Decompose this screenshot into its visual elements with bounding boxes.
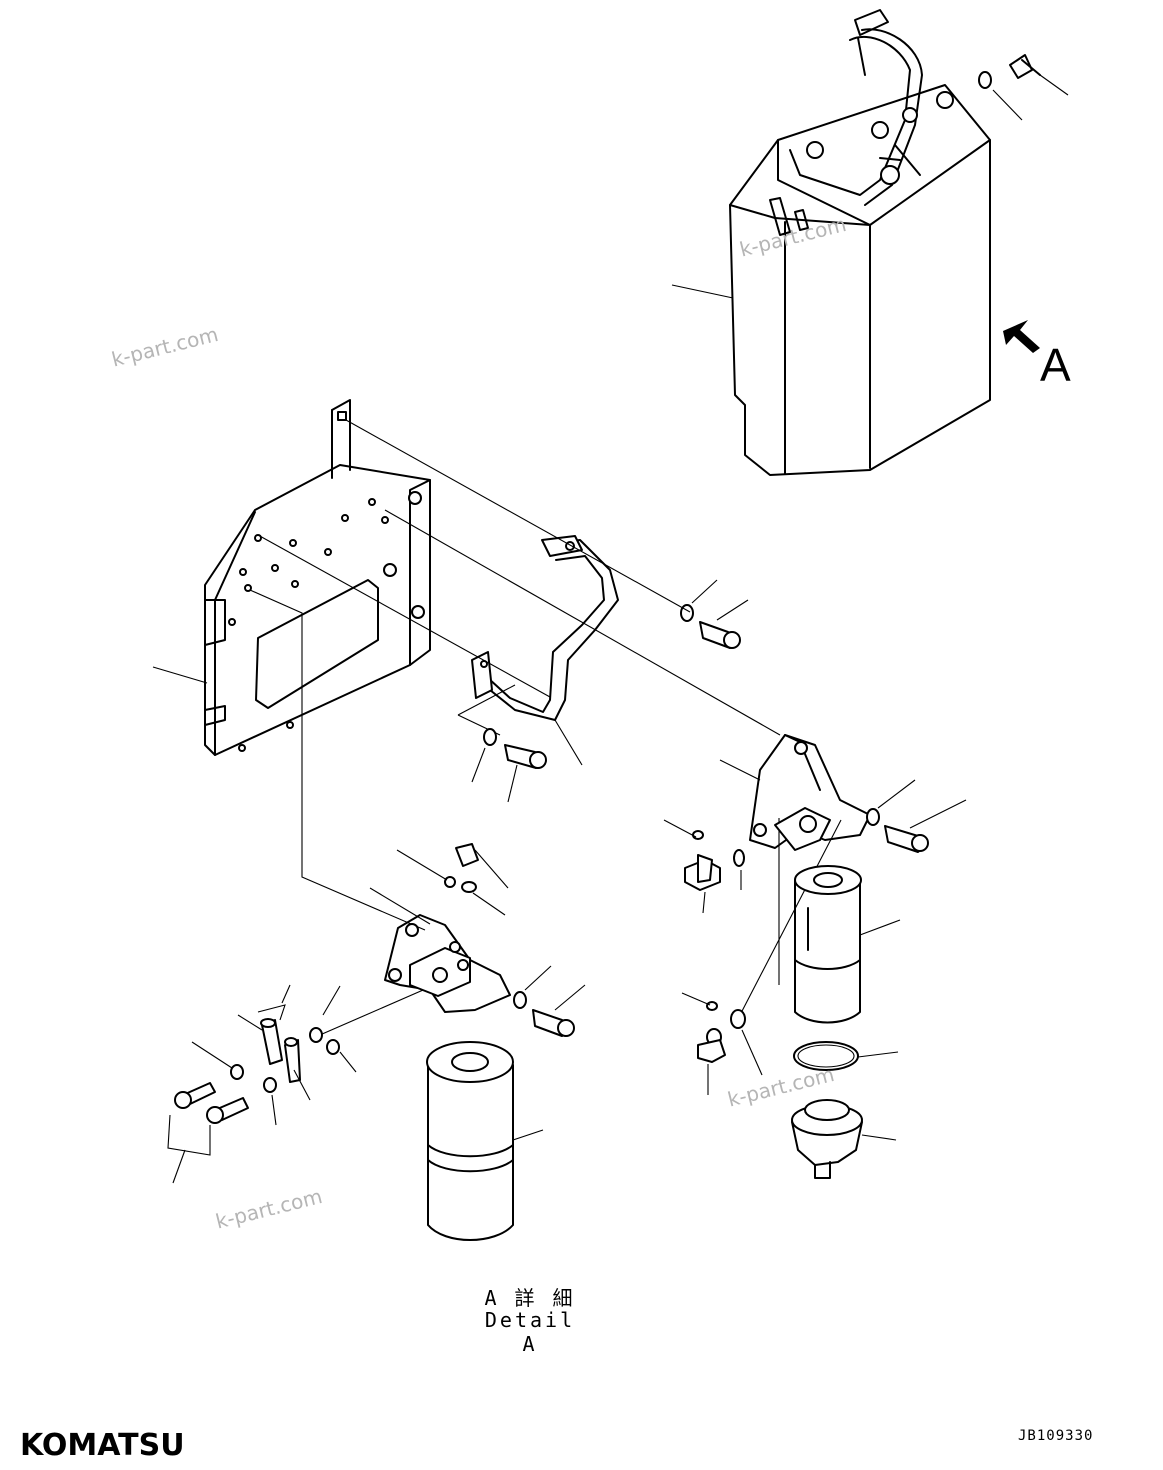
cover-assembly <box>671 9 1069 476</box>
detail-title-en: Detail A <box>484 1308 576 1356</box>
filter-cartridge-right <box>794 865 901 1024</box>
fittings-lower-left <box>167 984 357 1184</box>
filter-head-left <box>369 843 586 1037</box>
mounting-bracket-plate <box>152 399 431 756</box>
projection-lines <box>249 419 842 1039</box>
filter-head-right <box>663 734 967 914</box>
filter-bowl-right <box>681 992 899 1179</box>
filter-cartridge-left <box>426 1041 544 1241</box>
detail-title-jp: A 詳 細 <box>484 1286 576 1310</box>
drawing-ref-number: JB109330 <box>1018 1428 1094 1444</box>
komatsu-logo: KOMATSU <box>20 1428 185 1463</box>
view-label: A <box>1040 339 1071 391</box>
view-a-arrow <box>1003 320 1040 353</box>
